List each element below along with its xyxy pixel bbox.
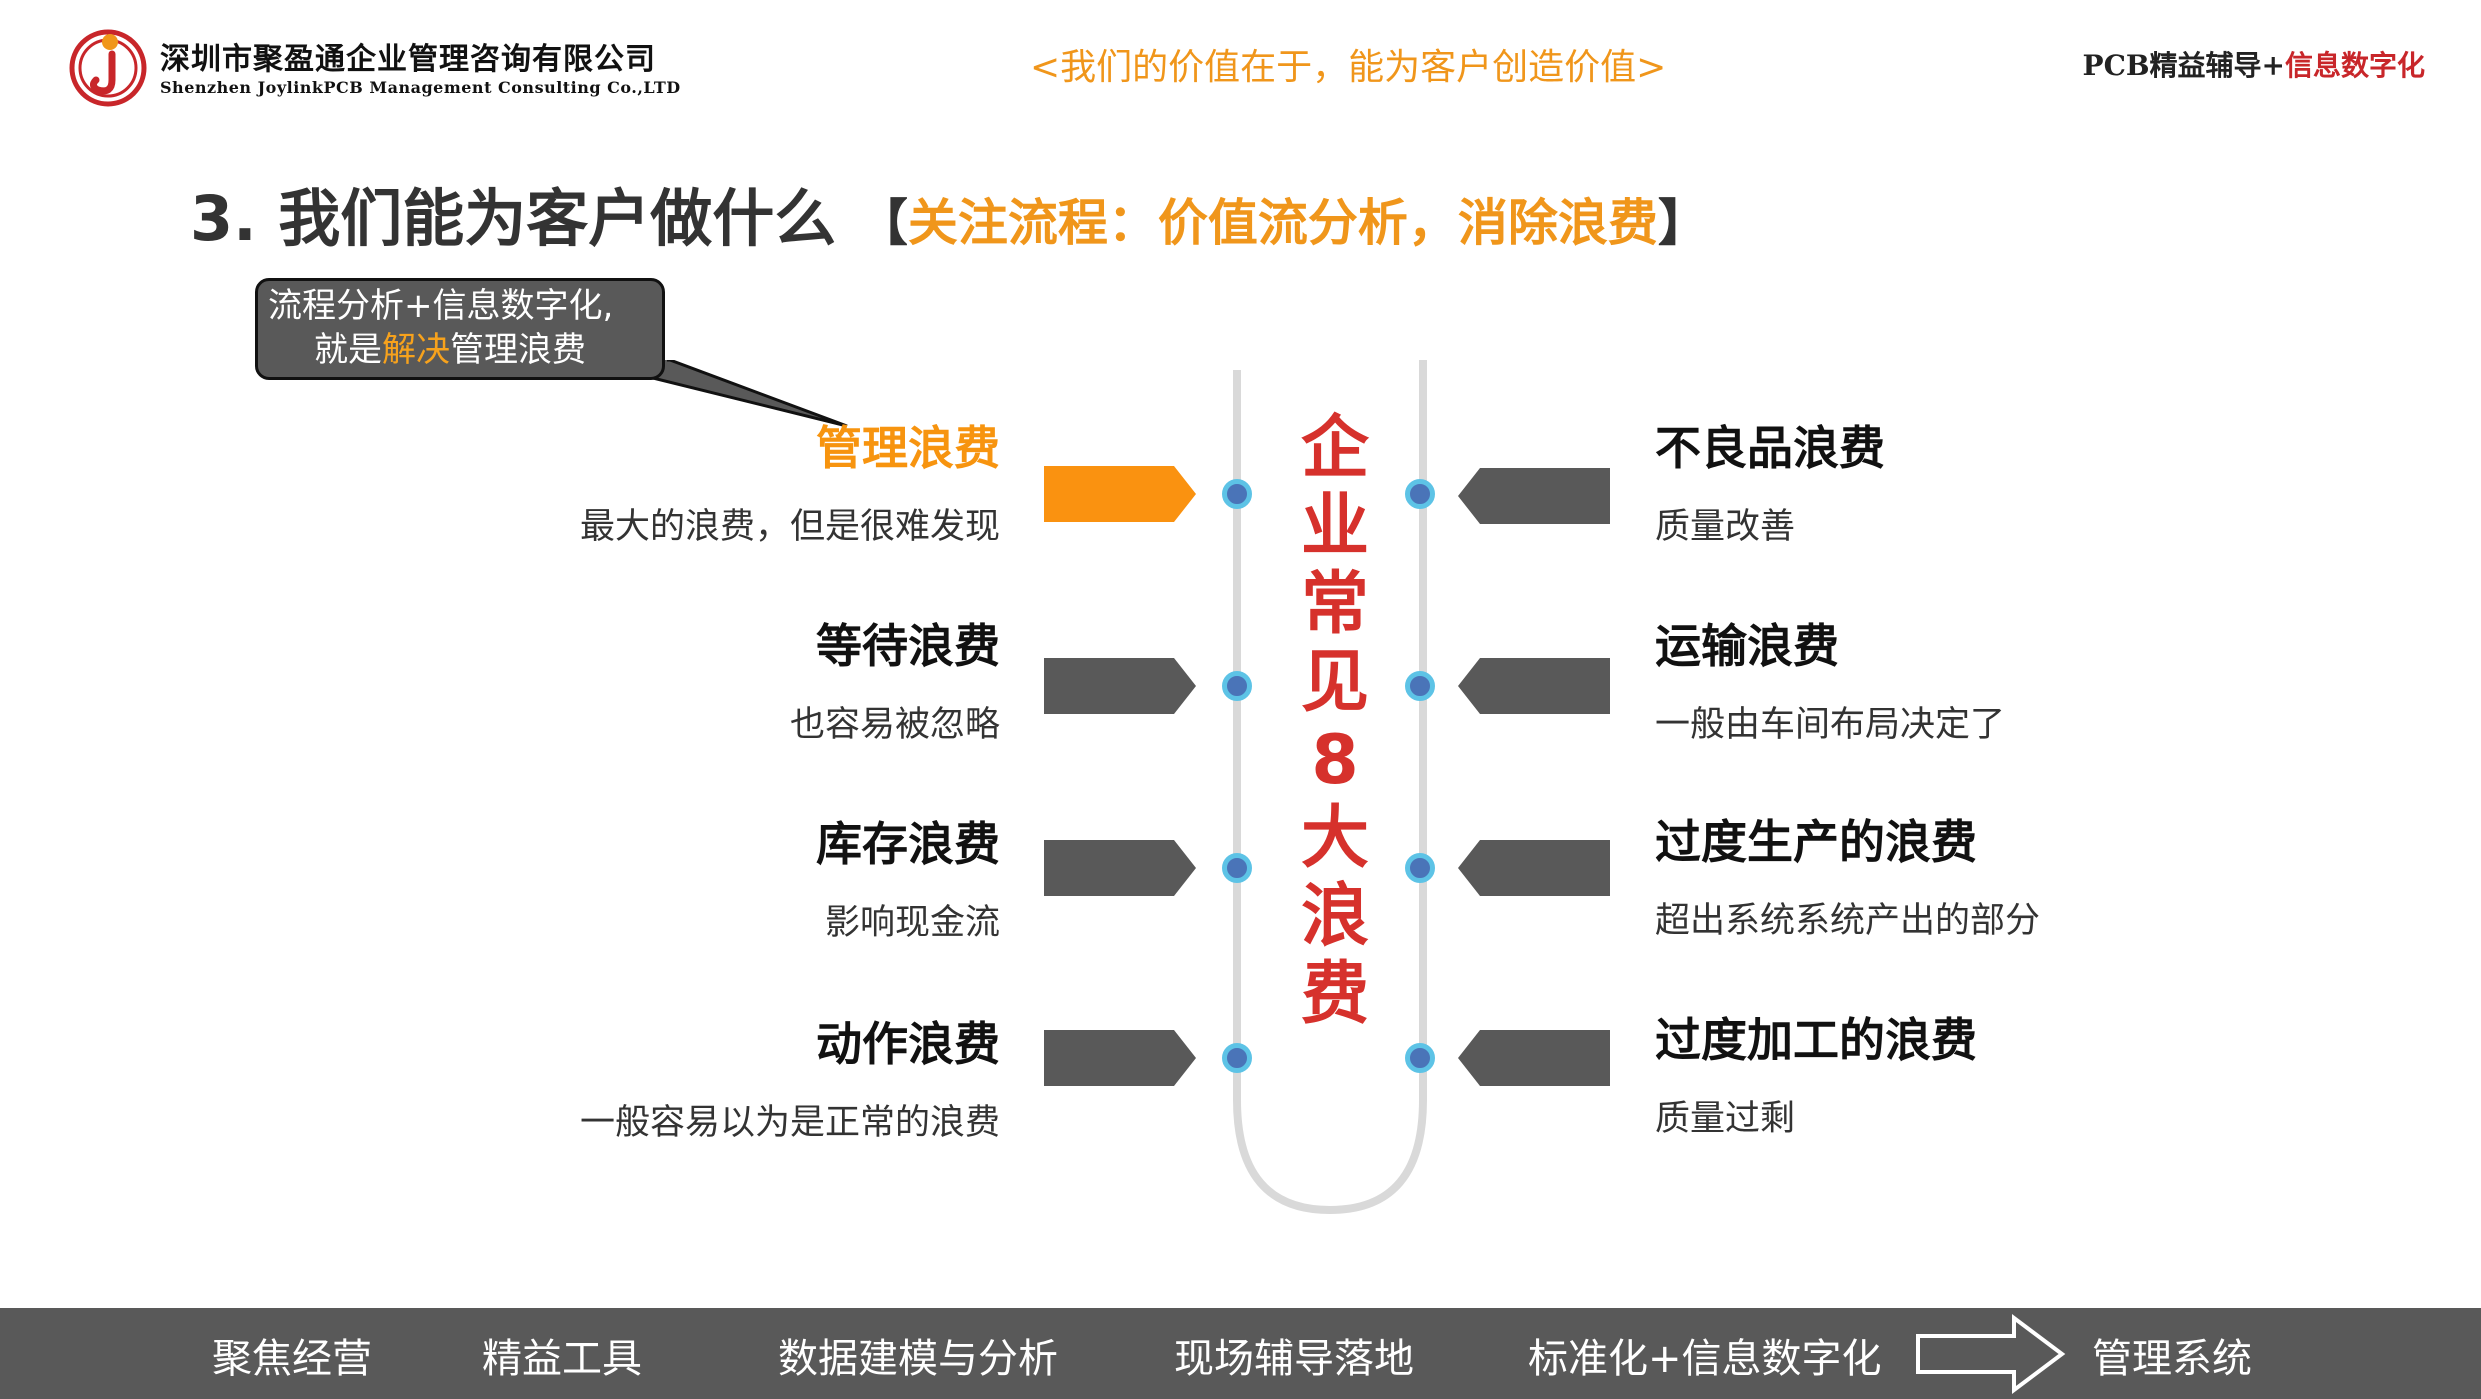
connector-dot — [1405, 479, 1435, 509]
header-slogan: <我们的价值在于，能为客户创造价值> — [1030, 47, 1667, 88]
page-subtitle: 关注流程：价值流分析，消除浪费 — [907, 194, 1658, 252]
center-label-char: 浪 — [1300, 877, 1369, 956]
waste-title-overprocessing: 过度加工的浪费 — [1655, 1013, 1977, 1067]
center-label: 企 业 常 见 8 大 浪 费 — [1300, 410, 1370, 1034]
center-label-char: 大 — [1300, 799, 1369, 878]
footer-item: 现场辅导落地 — [1174, 1336, 1414, 1382]
left-arrow-icon — [1458, 1030, 1610, 1086]
waste-title-waiting: 等待浪费 — [816, 619, 1000, 673]
left-arrow-icon — [1458, 658, 1610, 714]
connector-dot — [1405, 671, 1435, 701]
company-name-cn: 深圳市聚盈通企业管理咨询有限公司 — [160, 42, 656, 77]
right-arrow-icon — [1044, 658, 1196, 714]
footer-item: 精益工具 — [482, 1336, 642, 1382]
center-u-tube — [1233, 360, 1427, 1215]
title-bracket-open: 【 — [857, 194, 908, 252]
waste-desc-waiting: 也容易被忽略 — [789, 705, 1000, 745]
footer-bar — [0, 1308, 2481, 1399]
right-arrow-icon — [1044, 840, 1196, 896]
page-title-main: 3. 我们能为客户做什么 — [190, 182, 837, 255]
waste-desc-transport: 一般由车间布局决定了 — [1655, 705, 2006, 745]
callout-line2-post: 管理浪费 — [450, 330, 586, 370]
waste-desc-overproduction: 超出系统系统产出的部分 — [1655, 901, 2041, 941]
waste-desc-overprocessing: 质量过剩 — [1655, 1099, 1796, 1139]
waste-desc-defects: 质量改善 — [1655, 507, 1796, 547]
waste-title-transport: 运输浪费 — [1655, 619, 1839, 673]
center-label-char: 费 — [1300, 955, 1369, 1034]
center-label-char: 见 — [1300, 643, 1369, 722]
right-arrow-icon — [1044, 466, 1196, 522]
footer-item: 标准化+信息数字化 — [1528, 1336, 1882, 1382]
footer-item: 聚焦经营 — [212, 1336, 372, 1382]
waste-title-defects: 不良品浪费 — [1655, 421, 1885, 475]
waste-desc-motion: 一般容易以为是正常的浪费 — [579, 1103, 1000, 1143]
callout-text: 流程分析+信息数字化, 就是解决管理浪费 — [268, 284, 613, 372]
company-logo — [69, 29, 147, 107]
header-brand: PCB精益辅导+信息数字化 — [2083, 44, 2425, 84]
title-bracket-close: 】 — [1657, 194, 1708, 252]
center-label-char: 业 — [1300, 487, 1369, 566]
callout-line2-pre: 就是 — [314, 330, 382, 370]
connector-dot — [1222, 853, 1252, 883]
waste-desc-management: 最大的浪费，但是很难发现 — [579, 507, 1000, 547]
right-arrow-icon — [1044, 1030, 1196, 1086]
waste-title-inventory: 库存浪费 — [816, 817, 1000, 871]
connector-dot — [1222, 1043, 1252, 1073]
outline-arrow-icon — [1916, 1314, 2066, 1394]
company-name-en: Shenzhen JoylinkPCB Management Consultin… — [160, 78, 681, 97]
left-arrow-icon — [1458, 468, 1610, 524]
center-label-char: 常 — [1300, 565, 1369, 644]
connector-dot — [1222, 671, 1252, 701]
page-title: 3. 我们能为客户做什么 【关注流程：价值流分析，消除浪费】 — [190, 168, 1708, 258]
brand-suffix: 信息数字化 — [2284, 49, 2425, 82]
callout-line2: 就是解决管理浪费 — [268, 328, 613, 372]
callout-line1: 流程分析+信息数字化, — [268, 286, 614, 326]
center-label-char: 8 — [1311, 721, 1359, 800]
connector-dot — [1222, 479, 1252, 509]
left-arrow-icon — [1458, 840, 1610, 896]
connector-dot — [1405, 1043, 1435, 1073]
brand-prefix: PCB精益辅导+ — [2082, 49, 2285, 82]
callout-box — [255, 278, 665, 380]
waste-desc-inventory: 影响现金流 — [824, 903, 1000, 943]
footer-item: 数据建模与分析 — [778, 1336, 1058, 1382]
waste-title-motion: 动作浪费 — [816, 1017, 1000, 1071]
connector-dot — [1405, 853, 1435, 883]
center-label-char: 企 — [1300, 409, 1369, 488]
footer-result: 管理系统 — [2092, 1336, 2252, 1382]
waste-title-overproduction: 过度生产的浪费 — [1655, 815, 1977, 869]
callout-highlight: 解决 — [382, 330, 450, 370]
waste-title-management: 管理浪费 — [816, 421, 1000, 475]
